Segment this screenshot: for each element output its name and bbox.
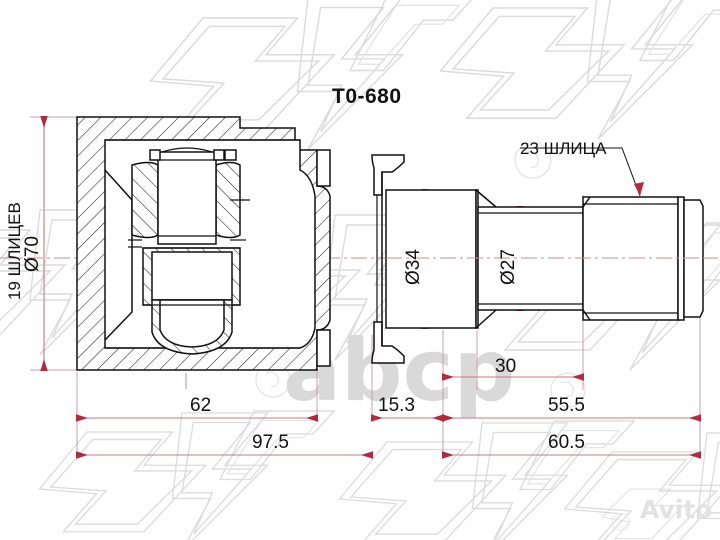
roller-right — [215, 161, 241, 239]
clip-left — [149, 149, 161, 161]
spline-lead-bottom — [582, 309, 591, 321]
housing-right-boss-bottom — [316, 329, 331, 367]
sat-logo-watermark — [338, 420, 635, 540]
spline-lead-top — [582, 196, 591, 208]
cage-body — [157, 151, 217, 245]
sat-logo-watermark — [38, 410, 335, 540]
avito-watermark-text: Avito — [640, 495, 712, 524]
text-layer: T0-680 19 ШЛИЦЕВ Ø70 23 ШЛИЦА Ø34 Ø27 30… — [5, 85, 607, 453]
shaft-bevel-bottom — [475, 309, 497, 329]
housing-right-boss-top — [316, 149, 331, 187]
avito-watermark-group: Avito — [601, 488, 712, 540]
part-number-title: T0-680 — [332, 85, 402, 108]
circlip-groove — [677, 196, 685, 321]
hub-lower-bore — [159, 299, 225, 348]
shaft-bevel-top — [475, 189, 497, 208]
dim-label-60-5: 60.5 — [548, 432, 585, 453]
part-geometry — [76, 116, 710, 371]
housing-left-chamfer — [104, 169, 133, 341]
seal-flange-upper — [371, 154, 405, 196]
label-diameter-27: Ø27 — [498, 249, 519, 285]
dim-label-30: 30 — [495, 356, 516, 377]
dim-label-15-3: 15.3 — [378, 395, 415, 416]
clip-right-2 — [224, 149, 237, 161]
label-19-splines: 19 ШЛИЦЕВ — [5, 202, 24, 300]
hub-bore — [151, 251, 233, 301]
leader-arrow — [634, 182, 644, 196]
label-diameter-70: Ø70 — [22, 236, 43, 272]
label-23-splines: 23 ШЛИЦА — [520, 139, 607, 158]
dim-label-62: 62 — [190, 395, 211, 416]
leader-layer — [520, 147, 644, 197]
leader-23-splines — [520, 147, 641, 197]
roller-left — [131, 161, 159, 239]
dim-label-55-5: 55.5 — [548, 395, 585, 416]
shaft-section-34 — [385, 189, 477, 329]
cage-dome — [161, 147, 213, 153]
label-diameter-34: Ø34 — [403, 249, 424, 285]
dim-label-97-5: 97.5 — [252, 432, 289, 453]
clip-right — [213, 149, 225, 161]
